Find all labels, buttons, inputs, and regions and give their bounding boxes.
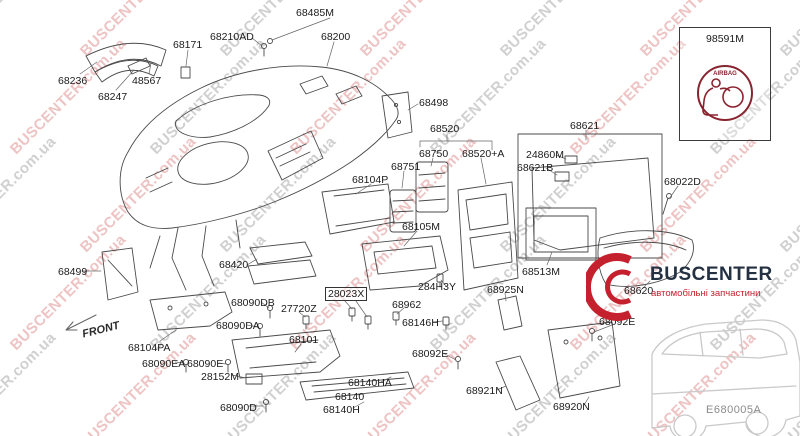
diagram-code: E680005A	[706, 404, 762, 416]
instrument-panel-art	[85, 38, 694, 413]
part-label: 68090DA	[216, 320, 260, 332]
part-label: 68621	[570, 120, 600, 132]
part-label: 68146H	[402, 317, 439, 329]
part-label: 24860M	[526, 149, 564, 161]
part-label: 68247	[98, 91, 128, 103]
part-label: 68485M	[296, 7, 334, 19]
brand-name: BUSCENTER	[650, 264, 773, 285]
airbag-reference-box: 98591M AIRBAG	[679, 27, 771, 141]
part-label: 68925N	[487, 284, 524, 296]
part-label: 48567	[132, 75, 162, 87]
part-label: 68140	[335, 391, 365, 403]
part-label: 68104P	[352, 174, 389, 186]
buscenter-logo-icon	[586, 253, 632, 321]
part-label: 68920N	[553, 401, 590, 413]
part-label: 68090EA	[142, 358, 186, 370]
part-label: 68621B	[517, 162, 554, 174]
part-label: 68236	[58, 75, 88, 87]
part-label: 68750	[419, 148, 449, 160]
part-label: 27720Z	[281, 303, 317, 315]
part-label: 68620	[624, 285, 654, 297]
part-label: 68200	[321, 31, 351, 43]
part-label: 98591M	[706, 33, 744, 45]
part-label: 28152M	[201, 371, 239, 383]
leader-lines	[65, 17, 679, 409]
part-label: 68105M	[402, 221, 440, 233]
part-label: 28023X	[325, 287, 368, 301]
part-label: 68171	[173, 39, 203, 51]
brand-tagline: автомобільні запчастини	[651, 288, 761, 299]
part-label: 68090E	[187, 358, 224, 370]
vendor-brand: BUSCENTER автомобільні запчастини	[586, 250, 794, 330]
part-label: 68101	[289, 334, 319, 346]
part-label: 68520	[430, 123, 460, 135]
part-label: 284H3Y	[418, 281, 456, 293]
part-label: 68090DB	[231, 297, 275, 309]
part-label: 68022D	[664, 176, 701, 188]
part-label: 68962	[392, 299, 422, 311]
part-label: 68090D	[220, 402, 257, 414]
front-arrow-icon	[65, 314, 97, 331]
part-label: 68921N	[466, 385, 503, 397]
part-label: 68140HA	[348, 377, 392, 389]
part-label: 68498	[419, 97, 449, 109]
part-label: 68520+A	[462, 148, 505, 160]
airbag-icon-text: AIRBAG	[713, 71, 737, 77]
part-label: 68513M	[522, 266, 560, 278]
part-label: 68140H	[323, 404, 360, 416]
part-label: 68210AD	[210, 31, 254, 43]
airbag-icon: AIRBAG	[697, 65, 753, 121]
part-label: 68092E	[412, 348, 449, 360]
part-label: 68420	[219, 259, 249, 271]
part-label: 68499	[58, 266, 88, 278]
part-label: 68104PA	[128, 342, 171, 354]
part-label: 68751	[391, 161, 421, 173]
